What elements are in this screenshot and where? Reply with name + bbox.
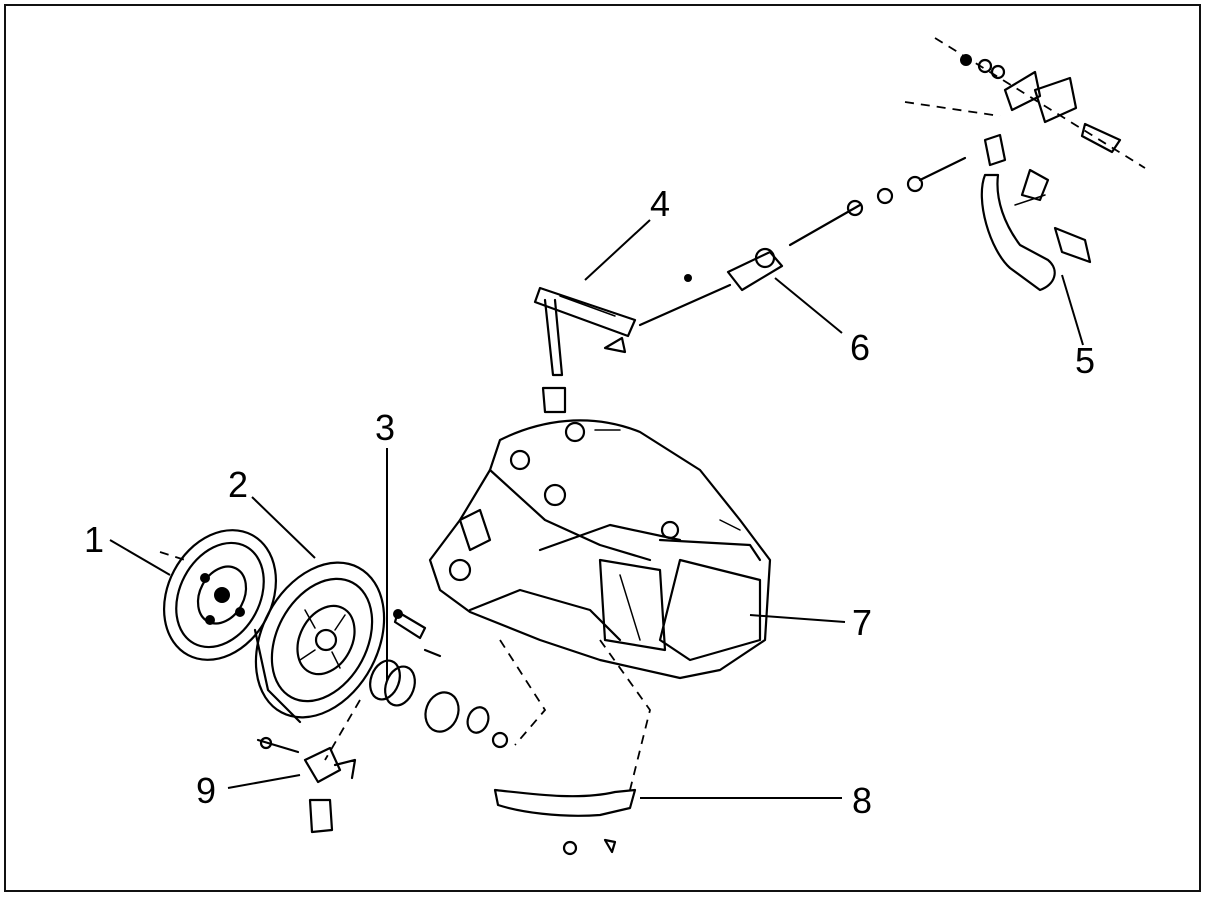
callout-1: 1 bbox=[84, 519, 105, 560]
callout-6: 6 bbox=[850, 327, 871, 368]
clutch-disc bbox=[159, 529, 278, 661]
leader-2 bbox=[251, 496, 316, 559]
callout-8: 8 bbox=[852, 780, 873, 821]
leader-1 bbox=[109, 539, 171, 576]
callout-3: 3 bbox=[375, 407, 396, 448]
diagram-frame bbox=[4, 4, 1201, 892]
release-fork bbox=[256, 736, 357, 834]
callout-5: 5 bbox=[1075, 340, 1096, 381]
release-lever bbox=[533, 286, 637, 414]
leader-6 bbox=[774, 277, 843, 334]
clutch-cable bbox=[638, 156, 967, 327]
leader-9 bbox=[227, 774, 301, 789]
release-bearing bbox=[324, 609, 509, 761]
support-bracket bbox=[493, 788, 637, 856]
transmission-housing bbox=[428, 419, 772, 680]
pressure-plate bbox=[253, 561, 386, 724]
leader-5 bbox=[1061, 274, 1084, 346]
leader-4 bbox=[584, 219, 651, 281]
callout-9: 9 bbox=[196, 770, 217, 811]
callout-4: 4 bbox=[650, 183, 671, 224]
callout-2: 2 bbox=[228, 464, 249, 505]
callout-7: 7 bbox=[852, 602, 873, 643]
clutch-pedal-assembly bbox=[904, 37, 1146, 292]
leader-7 bbox=[749, 614, 846, 623]
